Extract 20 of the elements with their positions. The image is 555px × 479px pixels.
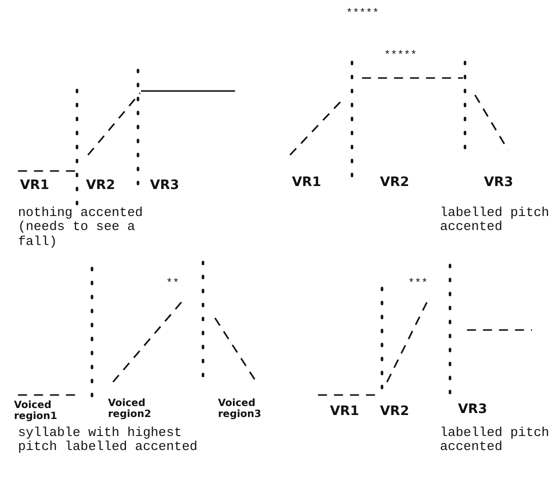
region-label: VR1 bbox=[330, 405, 360, 420]
caption-text: syllable with highest pitch labelled accented bbox=[18, 426, 198, 455]
caption-text: nothing accented (needs to see a fall) bbox=[18, 206, 144, 249]
region-label: Voiced region3 bbox=[218, 398, 262, 420]
caption-text: labelled pitch accented bbox=[440, 206, 550, 235]
region-label: VR1 bbox=[292, 176, 322, 190]
asterisk-row: *** bbox=[408, 278, 428, 290]
region-label: VR1 bbox=[20, 179, 50, 194]
region-label: VR3 bbox=[150, 179, 180, 194]
asterisk-row: ***** bbox=[384, 50, 418, 62]
asterisk-row: ***** bbox=[346, 8, 380, 20]
region-label: VR3 bbox=[484, 176, 514, 190]
region-label: Voiced region1 bbox=[14, 400, 58, 422]
region-label: VR2 bbox=[380, 176, 410, 190]
region-label: VR2 bbox=[86, 179, 116, 194]
region-label: VR3 bbox=[458, 403, 488, 418]
asterisk-row: ** bbox=[166, 278, 180, 290]
caption-text: labelled pitch accented bbox=[440, 426, 550, 455]
region-label: Voiced region2 bbox=[108, 398, 152, 420]
region-label: VR2 bbox=[380, 405, 410, 420]
